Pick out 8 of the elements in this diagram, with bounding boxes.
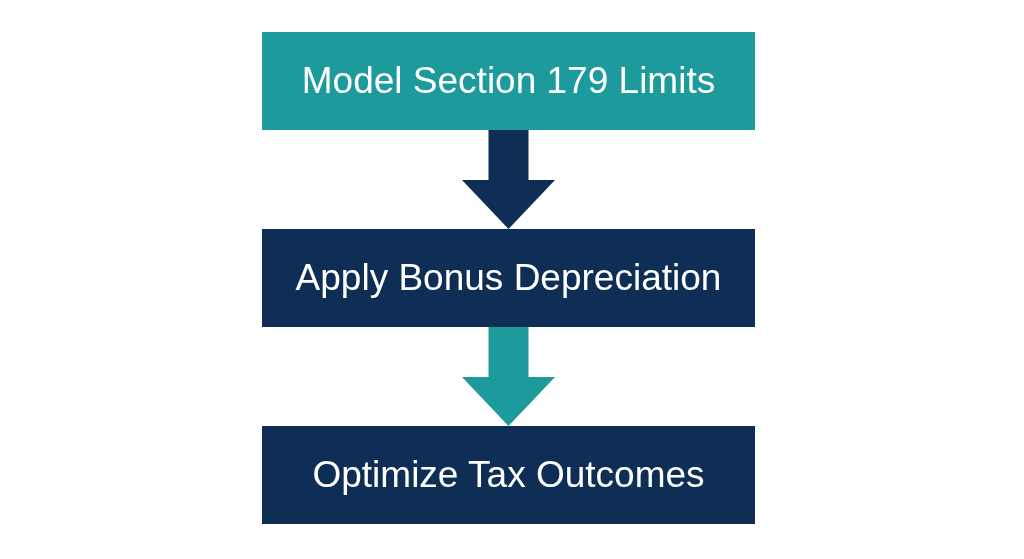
- step-label: Optimize Tax Outcomes: [312, 452, 705, 497]
- process-box: [262, 426, 755, 524]
- process-box: [262, 32, 755, 130]
- block-arrow: [462, 327, 555, 426]
- process-box: [262, 229, 755, 327]
- step-label: Apply Bonus Depreciation: [295, 255, 722, 300]
- block-arrow: [462, 130, 555, 229]
- step-label: Model Section 179 Limits: [301, 58, 716, 103]
